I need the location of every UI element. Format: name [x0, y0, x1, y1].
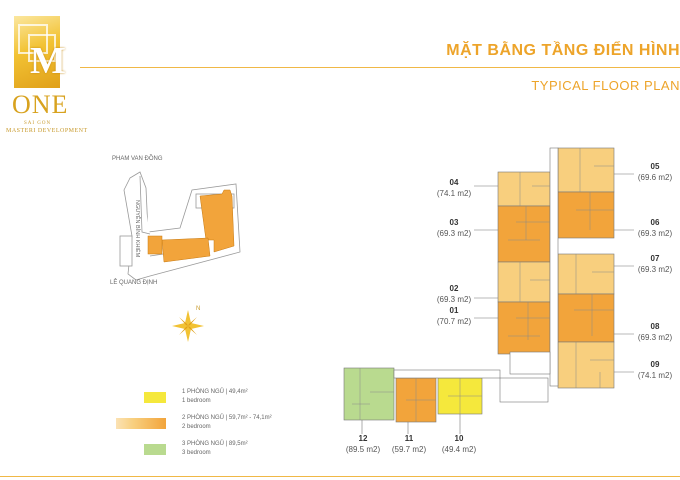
legend-label: 3 PHÒNG NGỦ | 89,5m² [182, 441, 248, 447]
unit-09-shape [557, 341, 615, 389]
unit-07-shape [557, 253, 615, 295]
unit-area: (69.3 m2) [637, 228, 673, 238]
unit-06-shape [557, 191, 615, 239]
legend-item-3br: 3 PHÒNG NGỦ | 89,5m² 3 bedroom [182, 440, 248, 457]
unit-12-label: 12 (89.5 m2) [340, 434, 386, 456]
unit-code: 03 [449, 218, 459, 227]
unit-05-shape [557, 147, 615, 193]
unit-code: 10 [454, 434, 464, 443]
corridor-bottom [393, 369, 501, 379]
unit-08-label: 08 (69.3 m2) [632, 322, 678, 344]
legend-label: 1 PHÒNG NGỦ | 49,4m² [182, 389, 248, 395]
unit-code: 08 [650, 322, 660, 331]
unit-code: 07 [650, 254, 660, 263]
unit-code: 01 [449, 306, 459, 315]
unit-area: (70.7 m2) [436, 316, 472, 326]
unit-05-label: 05 (69.6 m2) [632, 162, 678, 184]
header-rule [80, 67, 680, 68]
unit-area: (69.3 m2) [637, 264, 673, 274]
unit-01-label: 01 (70.7 m2) [432, 306, 476, 328]
unit-02-label: 02 (69.3 m2) [432, 284, 476, 306]
legend-label-en: 2 bedroom [182, 423, 211, 430]
unit-area: (69.3 m2) [436, 228, 472, 238]
unit-area: (69.3 m2) [637, 332, 673, 342]
unit-07-label: 07 (69.3 m2) [632, 254, 678, 276]
core-lobby [499, 377, 549, 403]
legend-item-1br: 1 PHÒNG NGỦ | 49,4m² 1 bedroom [182, 388, 248, 405]
core-stair [509, 351, 551, 375]
legend-label-en: 3 bedroom [182, 449, 211, 456]
unit-code: 11 [404, 434, 414, 443]
unit-04-label: 04 (74.1 m2) [432, 178, 476, 200]
unit-11-label: 11 (59.7 m2) [386, 434, 432, 456]
unit-area: (89.5 m2) [345, 444, 381, 454]
brand-logo: M ONE SAI GON MASTERI DEVELOPMENT [6, 12, 88, 136]
unit-area: (69.3 m2) [436, 294, 472, 304]
street-le-quang-dinh: LÊ QUANG ĐỊNH [110, 278, 157, 286]
unit-code: 02 [449, 284, 459, 293]
unit-04-shape [497, 171, 551, 207]
legend-swatch-3br [144, 444, 166, 455]
footer-rule [0, 476, 680, 477]
unit-area: (49.4 m2) [441, 444, 477, 454]
core-corridor [549, 147, 559, 387]
compass-icon: N [172, 306, 204, 342]
legend-item-2br: 2 PHÒNG NGỦ | 59,7m² - 74,1m² 2 bedroom [182, 414, 272, 431]
unit-area: (74.1 m2) [436, 188, 472, 198]
unit-03-shape [497, 205, 551, 263]
interior-partitions [352, 148, 614, 422]
page-title-vn: MẶT BẰNG TẦNG ĐIỂN HÌNH [446, 42, 680, 59]
legend-swatch-2br [116, 418, 166, 429]
unit-03-label: 03 (69.3 m2) [432, 218, 476, 240]
street-nguyen-binh-khiem: NGUYỄN BỈNH KHIÊM [134, 200, 142, 258]
site-building [147, 189, 235, 263]
logo-letter: M [30, 40, 66, 82]
unit-06-label: 06 (69.3 m2) [632, 218, 678, 240]
unit-12-shape [343, 367, 395, 421]
unit-code: 06 [650, 218, 660, 227]
unit-02-shape [497, 261, 551, 303]
unit-area: (74.1 m2) [637, 370, 673, 380]
logo-name: ONE [12, 90, 69, 119]
logo-emblem: M [14, 16, 66, 88]
unit-code: 04 [449, 178, 459, 187]
unit-code: 12 [358, 434, 368, 443]
legend-swatch-1br [144, 392, 166, 403]
unit-01-shape [497, 301, 551, 355]
unit-09-label: 09 (74.1 m2) [632, 360, 678, 382]
page-title-en: TYPICAL FLOOR PLAN [531, 78, 680, 93]
legend-label: 2 PHÒNG NGỦ | 59,7m² - 74,1m² [182, 415, 272, 421]
unit-area: (59.7 m2) [391, 444, 427, 454]
unit-code: 05 [650, 162, 660, 171]
street-pham-van-dong: PHAM VAN ĐỒNG [112, 155, 163, 162]
logo-tagline: SAI GON [24, 121, 52, 126]
compass-north-label: N [196, 306, 200, 312]
unit-area: (69.6 m2) [637, 172, 673, 182]
unit-08-shape [557, 293, 615, 343]
legend-label-en: 1 bedroom [182, 397, 211, 404]
floor-plan [343, 147, 615, 423]
logo-developer: MASTERI DEVELOPMENT [6, 128, 88, 134]
unit-code: 09 [650, 360, 660, 369]
unit-10-label: 10 (49.4 m2) [436, 434, 482, 456]
leader-lines [361, 173, 634, 434]
